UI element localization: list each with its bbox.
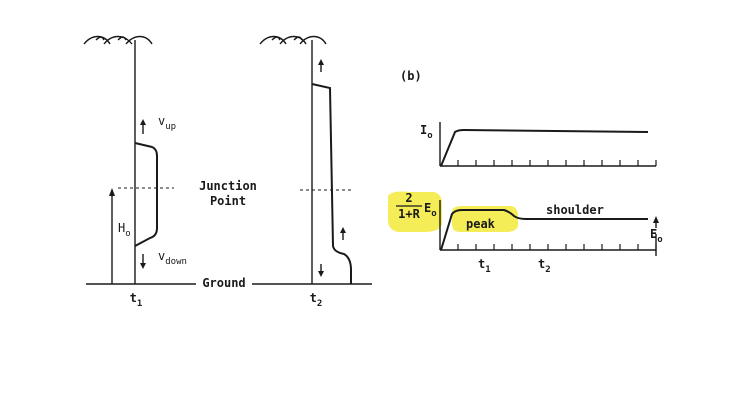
top-plot-ylabel: Io <box>420 123 433 141</box>
channel-1 <box>83 35 158 284</box>
height-arrow <box>109 188 115 284</box>
top-plot <box>439 122 657 167</box>
arrow-down-1 <box>140 254 146 269</box>
t2-label: t2 <box>310 291 323 309</box>
peak-label: peak <box>466 217 496 231</box>
arrow-up-2b <box>340 227 346 240</box>
bottom-t1-label: t1 <box>478 257 491 275</box>
top-plot-ticks <box>457 160 657 166</box>
bottom-t2-label: t2 <box>538 257 551 275</box>
bottom-plot-ticks <box>457 244 657 250</box>
peak-highlight <box>452 206 518 232</box>
figure-label: (b) <box>400 69 422 83</box>
ylabel-highlight <box>388 191 442 232</box>
t1-label: t1 <box>130 291 143 309</box>
v-up-label: vup <box>158 114 176 132</box>
ylabel-e: Eo <box>424 201 437 219</box>
arrow-up-1 <box>140 119 146 134</box>
shoulder-label: shoulder <box>546 203 604 217</box>
junction-label-line1: Junction <box>199 179 257 193</box>
bottom-plot <box>439 200 657 256</box>
right-e-arrow <box>653 216 659 228</box>
arrow-up-2a <box>318 59 324 72</box>
ylabel-denominator: 1+R <box>398 207 420 221</box>
height-label: Ho <box>118 221 131 239</box>
ground-label: Ground <box>202 276 245 290</box>
v-down-label: vdown <box>158 249 187 267</box>
ylabel-numerator: 2 <box>405 191 412 205</box>
junction-label-line2: Point <box>210 194 246 208</box>
channel-2 <box>259 35 352 284</box>
right-e-label: Eo <box>650 227 663 245</box>
arrow-down-2 <box>318 264 324 277</box>
